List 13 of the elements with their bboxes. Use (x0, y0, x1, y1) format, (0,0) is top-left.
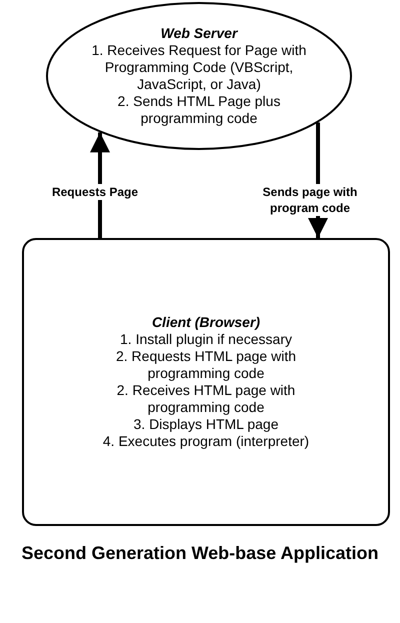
node-heading: Client (Browser) (152, 314, 260, 331)
arrow (90, 132, 110, 238)
list-item: 2. Receives HTML page with programming code (116, 382, 296, 416)
list-item: 1. Receives Request for Page with Programming Code (VBScript, JavaScript, or Java) (90, 42, 308, 93)
list-item: 4. Executes program (interpreter) (102, 433, 310, 450)
list-item: 3. Displays HTML page (134, 416, 278, 433)
list-item: 2. Sends HTML Page plus programming code (116, 93, 282, 127)
server-ellipse (46, 2, 352, 150)
list-item: 2. Requests HTML page with programming code (114, 348, 297, 382)
list-item: 1. Install plugin if necessary (120, 331, 292, 348)
client-box (22, 238, 390, 526)
diagram-title: Second Generation Web-base Application (20, 542, 380, 564)
node-heading: Web Server (160, 25, 238, 42)
